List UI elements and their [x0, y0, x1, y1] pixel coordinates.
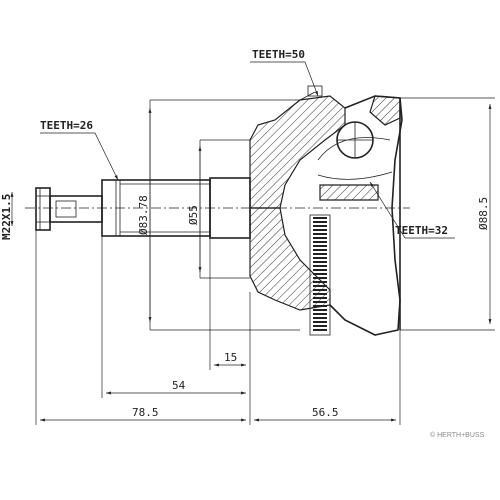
abs-tooth: [313, 225, 327, 227]
thread-label: M22X1.5: [0, 194, 13, 240]
splined-shaft: [101, 177, 251, 239]
abs-tooth: [313, 281, 327, 283]
length-785-label: 78.5: [132, 406, 159, 419]
diameter-55-label: Ø55: [187, 205, 200, 225]
length-565-label: 56.5: [312, 406, 339, 419]
abs-tooth: [313, 285, 327, 287]
abs-tooth: [313, 329, 327, 331]
threaded-stub: [35, 187, 103, 231]
abs-tooth: [313, 273, 327, 275]
abs-tooth: [313, 265, 327, 267]
length-54-label: 54: [172, 379, 186, 392]
abs-tooth: [313, 269, 327, 271]
abs-tooth: [313, 221, 327, 223]
abs-tooth: [313, 305, 327, 307]
abs-tooth: [313, 253, 327, 255]
abs-tooth: [313, 217, 327, 219]
abs-tooth: [313, 241, 327, 243]
abs-tooth: [313, 325, 327, 327]
abs-ring: [309, 214, 331, 336]
abs-tooth: [313, 277, 327, 279]
abs-tooth: [313, 257, 327, 259]
abs-tooth: [313, 249, 327, 251]
diameter-885-label: Ø88.5: [477, 197, 490, 230]
abs-tooth: [313, 261, 327, 263]
abs-tooth: [313, 245, 327, 247]
brand-watermark: © HERTH+BUSS: [430, 431, 485, 439]
abs-tooth: [313, 233, 327, 235]
abs-tooth: [313, 301, 327, 303]
abs-tooth: [313, 317, 327, 319]
abs-tooth: [313, 297, 327, 299]
teeth-inner-label: TEETH=32: [395, 224, 448, 237]
abs-tooth: [313, 289, 327, 291]
abs-tooth: [313, 309, 327, 311]
abs-tooth: [313, 321, 327, 323]
abs-tooth: [313, 237, 327, 239]
abs-tooth: [313, 313, 327, 315]
dimension-lines: [10, 61, 495, 425]
ball-cage: [317, 121, 393, 180]
teeth-shaft-label: TEETH=26: [40, 119, 93, 132]
abs-tooth: [313, 229, 327, 231]
abs-tooth: [313, 293, 327, 295]
teeth-outer-label: TEETH=50: [252, 48, 305, 61]
diameter-8378-label: Ø83.78: [137, 195, 150, 235]
length-15-label: 15: [224, 351, 237, 364]
